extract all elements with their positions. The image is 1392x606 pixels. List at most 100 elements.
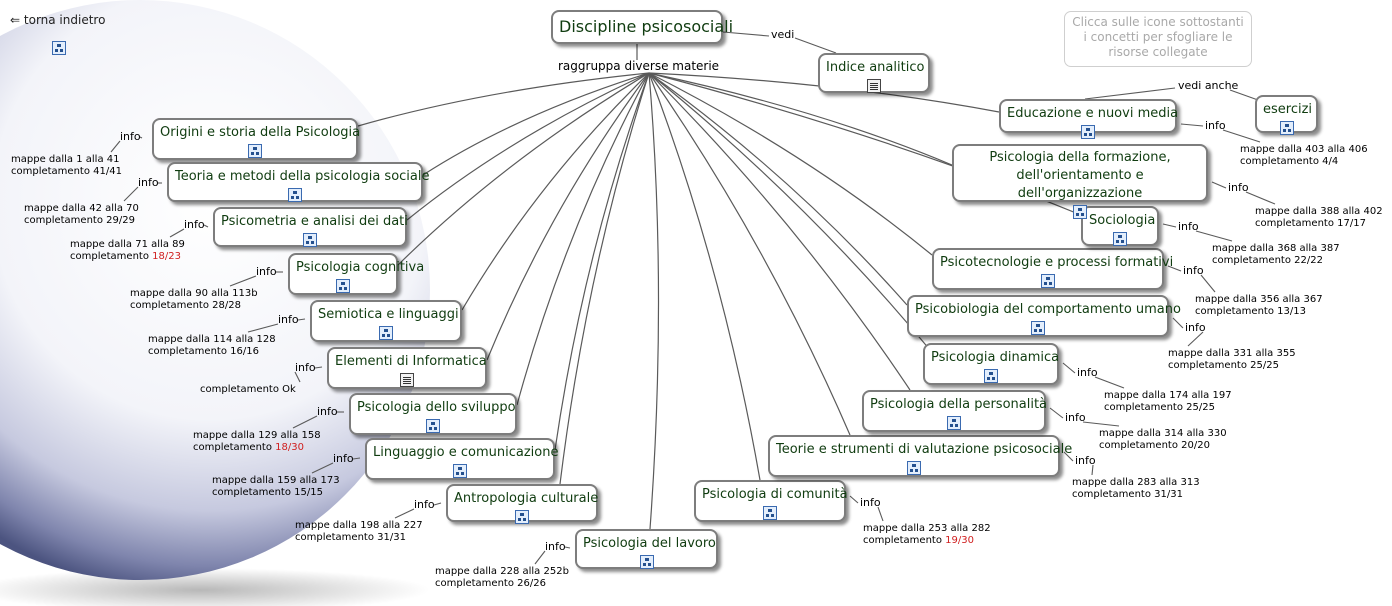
completion-value: 25/25 xyxy=(1250,360,1279,371)
maps-range: mappe dalla 368 alla 387 xyxy=(1212,243,1340,254)
concept-map-icon[interactable] xyxy=(52,41,66,55)
info-label: info xyxy=(120,130,141,143)
info-leader-line xyxy=(1049,407,1064,419)
concept-educazione[interactable]: Educazione e nuovi media xyxy=(999,99,1178,139)
annotation-leader-line xyxy=(169,228,185,238)
instructions-box: Clicca sulle icone sottostanti i concett… xyxy=(1064,11,1252,67)
concept-psicometria[interactable]: Psicometria e analisi dei dati xyxy=(213,207,408,247)
concept-map-icon[interactable] xyxy=(426,419,440,433)
concept-label: Psicologia di comunità xyxy=(702,487,848,502)
completion-value: 19/30 xyxy=(945,535,974,546)
maps-range: mappe dalla 356 alla 367 xyxy=(1195,294,1323,305)
concept-sviluppo[interactable]: Psicologia dello sviluppo xyxy=(349,393,517,435)
vedi-anche-label: vedi anche xyxy=(1178,79,1239,92)
hub-spoke-psicotecnologie xyxy=(648,72,933,256)
info-leader-line xyxy=(1162,223,1177,228)
concept-map-icon[interactable] xyxy=(515,510,529,524)
concept-map-icon[interactable] xyxy=(453,464,467,478)
concept-lavoro[interactable]: Psicologia del lavoro xyxy=(575,529,718,569)
vedi-to-indice-line xyxy=(794,37,837,54)
concept-map-icon[interactable] xyxy=(1041,274,1055,288)
concept-label: Linguaggio e comunicazione xyxy=(373,445,559,460)
annotation-leader-line xyxy=(292,415,318,429)
concept-map-icon[interactable] xyxy=(763,506,777,520)
concept-psicobiologia[interactable]: Psicobiologia del comportamento umano xyxy=(907,295,1181,337)
concept-linguaggio[interactable]: Linguaggio e comunicazione xyxy=(365,438,559,480)
info-leader-line xyxy=(314,366,323,369)
root-concept[interactable]: Discipline psicosociali xyxy=(551,10,733,44)
info-leader-line xyxy=(139,136,143,139)
concept-map-icon[interactable] xyxy=(1113,232,1127,246)
concept-teoria[interactable]: Teoria e metodi della psicologia sociale xyxy=(167,162,429,202)
concept-personalita[interactable]: Psicologia della personalità xyxy=(862,390,1048,432)
completamento-word: completamento xyxy=(130,300,209,311)
annotation-leader-line xyxy=(1187,331,1204,347)
concept-formazione[interactable]: Psicologia della formazione, dell'orient… xyxy=(952,144,1208,219)
concept-label: Psicologia della personalità xyxy=(870,397,1048,412)
concept-sociologia[interactable]: Sociologia xyxy=(1081,206,1159,246)
hub-spoke-formazione xyxy=(648,72,953,166)
document-icon[interactable] xyxy=(400,373,414,387)
concept-map-icon[interactable] xyxy=(1031,321,1045,335)
concept-map-icon[interactable] xyxy=(248,144,262,158)
concept-informatica[interactable]: Elementi di Informatica xyxy=(327,347,487,389)
annotation-leader-line xyxy=(294,371,301,383)
completamento-word: completamento xyxy=(295,532,374,543)
document-icon[interactable] xyxy=(867,79,881,93)
hub-spoke-psicometria xyxy=(406,72,650,221)
completamento-word: completamento xyxy=(1195,306,1274,317)
info-label: info xyxy=(295,361,316,374)
esercizi-node[interactable]: esercizi xyxy=(1255,95,1318,135)
info-leader-line xyxy=(203,224,209,228)
concept-dinamica[interactable]: Psicologia dinamica xyxy=(923,343,1059,385)
completamento-word: completamento xyxy=(863,535,942,546)
progress-annotation: completamento Ok xyxy=(200,384,296,396)
concept-map-icon[interactable] xyxy=(1279,121,1294,135)
concept-map-icon[interactable] xyxy=(1081,125,1095,139)
indice-analitico-node[interactable]: Indice analitico xyxy=(818,53,930,93)
maps-range: mappe dalla 198 alla 227 xyxy=(295,520,423,531)
annotation-leader-line xyxy=(1091,464,1094,476)
esercizi-label: esercizi xyxy=(1263,102,1313,117)
info-label: info xyxy=(545,540,566,553)
completion-value: 28/28 xyxy=(212,300,241,311)
concept-map-icon[interactable] xyxy=(288,188,302,202)
concept-origini[interactable]: Origini e storia della Psicologia xyxy=(152,118,360,160)
info-leader-line xyxy=(1211,181,1227,189)
concept-antropologia[interactable]: Antropologia culturale xyxy=(446,484,598,524)
concept-label: Elementi di Informatica xyxy=(335,354,487,369)
concept-map-icon[interactable] xyxy=(907,461,921,475)
concept-semiotica[interactable]: Semiotica e linguaggi xyxy=(310,300,462,342)
concept-psicotecnologie[interactable]: Psicotecnologie e processi formativi xyxy=(932,248,1173,290)
concept-map-icon[interactable] xyxy=(1073,205,1087,219)
maps-range: mappe dalla 331 alla 355 xyxy=(1168,348,1296,359)
completamento-word: completamento xyxy=(148,346,227,357)
back-link[interactable]: ⇐ torna indietro xyxy=(10,13,106,27)
concept-label: Teorie e strumenti di valutazione psicos… xyxy=(776,442,1073,457)
concept-map-icon[interactable] xyxy=(303,233,317,247)
info-label: info xyxy=(1075,454,1096,467)
concept-valutazione[interactable]: Teorie e strumenti di valutazione psicos… xyxy=(768,435,1073,477)
concept-map-icon[interactable] xyxy=(947,416,961,430)
concept-map-icon[interactable] xyxy=(379,326,393,340)
info-label: info xyxy=(317,405,338,418)
info-leader-line xyxy=(1172,317,1184,329)
concept-map-icon[interactable] xyxy=(984,369,998,383)
annotation-leader-line xyxy=(534,550,546,565)
concept-label: Psicometria e analisi dei dati xyxy=(221,214,408,229)
concept-map-icon[interactable] xyxy=(336,279,350,293)
concept-map-icon[interactable] xyxy=(639,555,654,569)
completion-value: 41/41 xyxy=(93,166,122,177)
maps-range: mappe dalla 71 alla 89 xyxy=(70,239,185,250)
info-label: info xyxy=(256,265,277,278)
maps-range: mappe dalla 388 alla 402 xyxy=(1255,206,1383,217)
concept-comunita[interactable]: Psicologia di comunità xyxy=(694,480,848,522)
concept-cognitiva[interactable]: Psicologia cognitiva xyxy=(288,253,424,295)
